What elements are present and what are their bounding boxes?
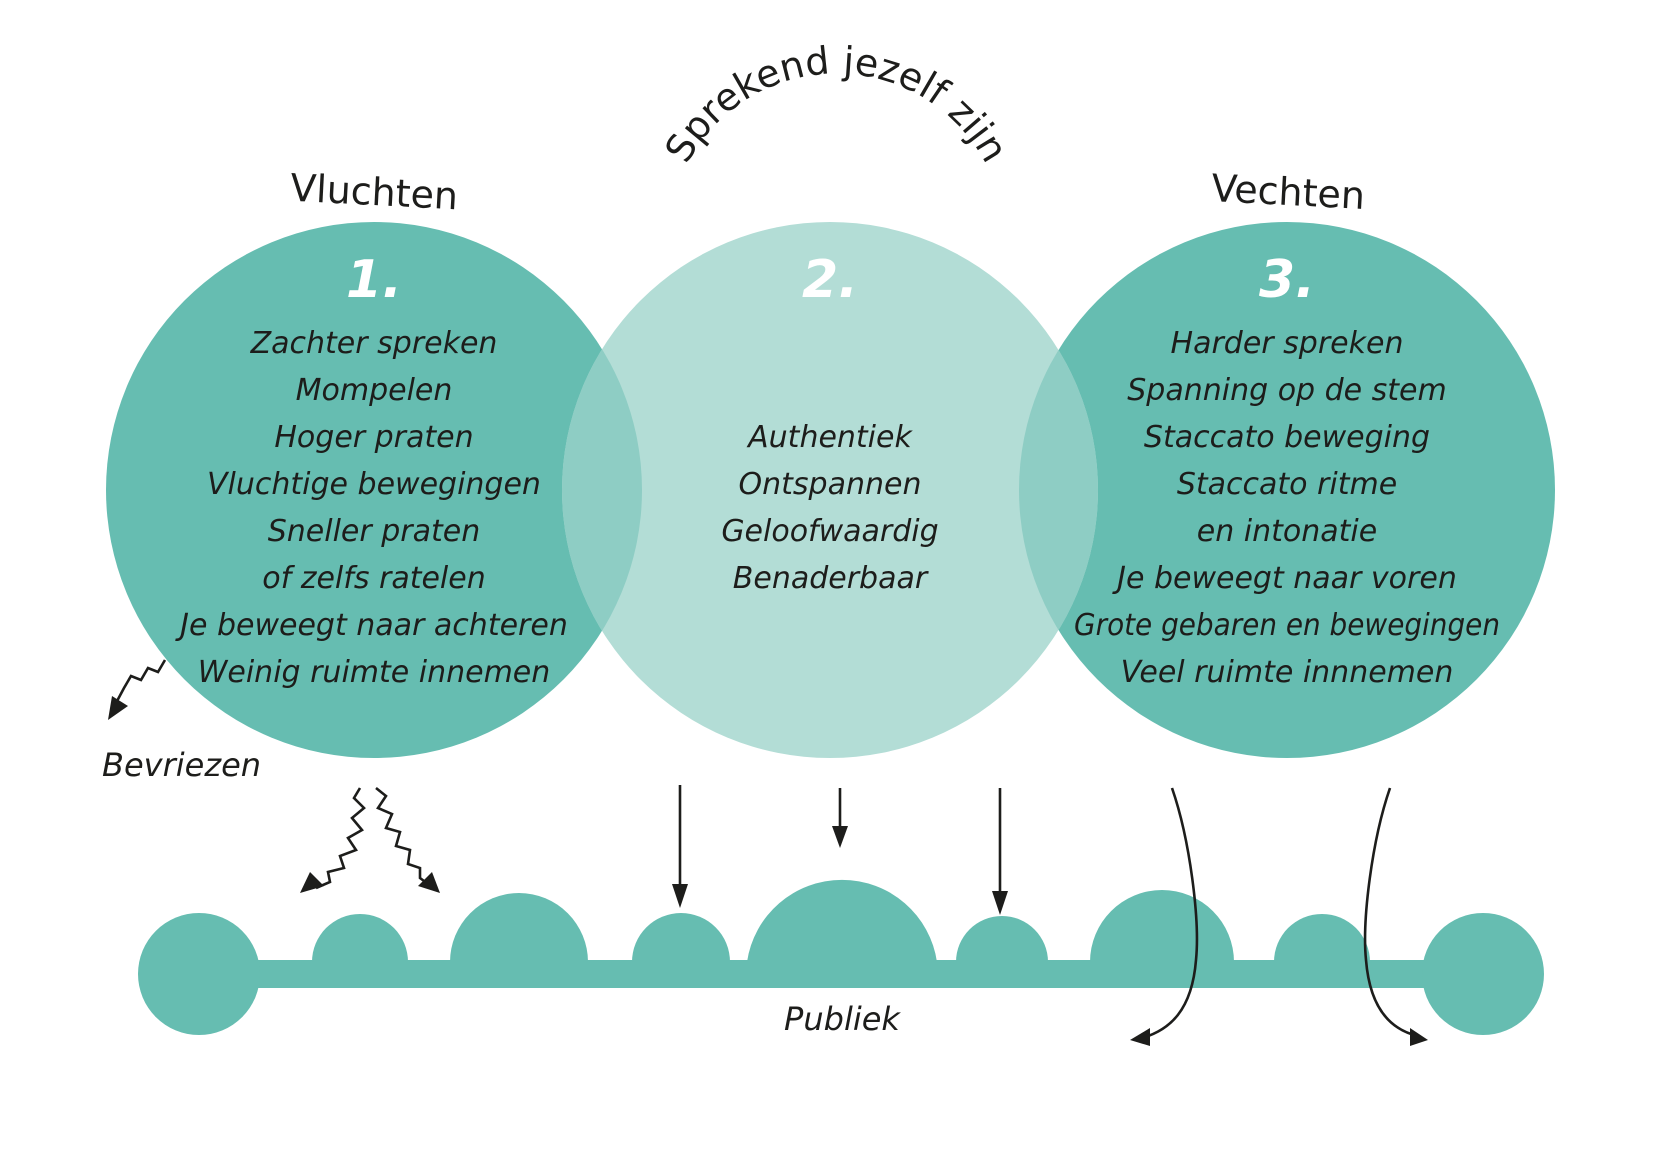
list-item: Hoger praten [274,420,473,455]
audience-bump [747,879,937,962]
list-item: Zachter spreken [250,326,498,361]
curved-arrow-right-icon [1363,787,1428,1046]
list-item: Je beweegt naar achteren [175,608,568,643]
audience-bump [1274,914,1370,962]
list-item: Geloofwaardig [721,514,938,549]
wavy-arrow-right-icon [375,786,440,893]
wavy-arrow-left-icon [300,787,366,893]
audience-bump [312,914,408,962]
list-item: Authentiek [746,420,913,455]
circle-vechten [1019,222,1555,758]
list-item: Je beweegt naar voren [1112,561,1457,596]
number-3: 3. [1259,250,1315,310]
curved-arrow-left-icon [1130,787,1199,1046]
circle-vluchten [106,222,642,758]
circle-sprekend [562,222,1098,758]
label-publiek: Publiek [784,1000,901,1038]
audience-bump [1090,890,1234,962]
list-item: Vluchtige bewegingen [207,467,541,502]
down-arrow-icon [672,785,688,908]
title-sprekend: Sprekend jezelf zijn [656,38,1016,169]
list-item: en intonatie [1197,514,1377,549]
audience-bump [450,893,588,962]
list-item: Mompelen [296,373,453,408]
list-item: Weinig ruimte innemen [198,655,551,690]
list-item: Veel ruimte innnemen [1121,655,1454,690]
number-2: 2. [802,250,858,310]
items-vluchten: Zachter spreken Mompelen Hoger praten Vl… [175,326,568,690]
label-bevriezen: Bevriezen [102,746,261,784]
audience [138,879,1544,1035]
list-item: Grote gebaren en bewegingen [1074,608,1500,643]
list-item: Sneller praten [268,514,481,549]
number-1: 1. [346,250,402,310]
items-vechten: Harder spreken Spanning op de stem Stacc… [1074,326,1500,690]
audience-end-left [138,913,260,1035]
audience-end-right [1422,913,1544,1035]
list-item: Harder spreken [1171,326,1404,361]
audience-line [200,960,1490,988]
venn-circles [106,222,1555,758]
list-item: Benaderbaar [733,561,929,596]
list-item: Spanning op de stem [1127,373,1446,408]
list-item: of zelfs ratelen [262,561,485,596]
audience-bump [956,916,1048,962]
list-item: Ontspannen [739,467,922,502]
down-arrow-icon [832,788,848,848]
title-vluchten: Vluchten [289,166,459,219]
down-arrow-icon [992,788,1008,915]
list-item: Staccato beweging [1144,420,1430,455]
items-sprekend: Authentiek Ontspannen Geloofwaardig Bena… [721,420,938,596]
title-vechten: Vechten [1210,166,1366,218]
freeze-arrow-icon [108,659,167,720]
audience-bump [632,913,730,962]
list-item: Staccato ritme [1177,467,1397,502]
